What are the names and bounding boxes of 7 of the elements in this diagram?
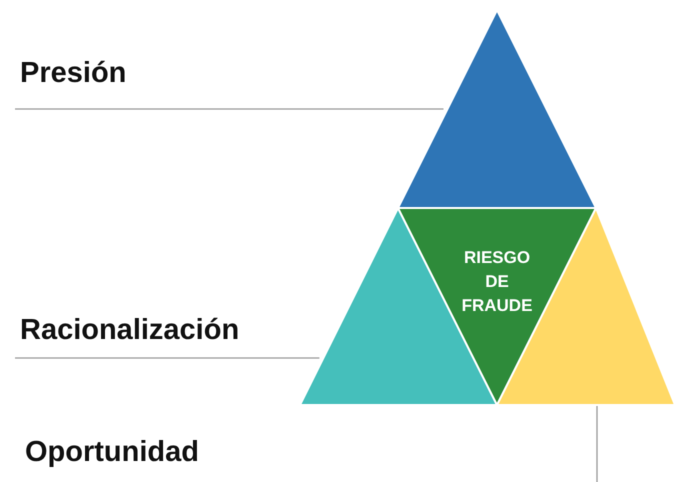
side-label: Presión — [20, 56, 126, 90]
leader-line — [15, 108, 444, 110]
side-label: Oportunidad — [25, 435, 199, 469]
leader-line — [15, 357, 320, 359]
side-label: Racionalización — [20, 313, 240, 347]
leader-line — [596, 406, 598, 482]
center-label: RIESGO DE FRAUDE — [460, 247, 534, 317]
